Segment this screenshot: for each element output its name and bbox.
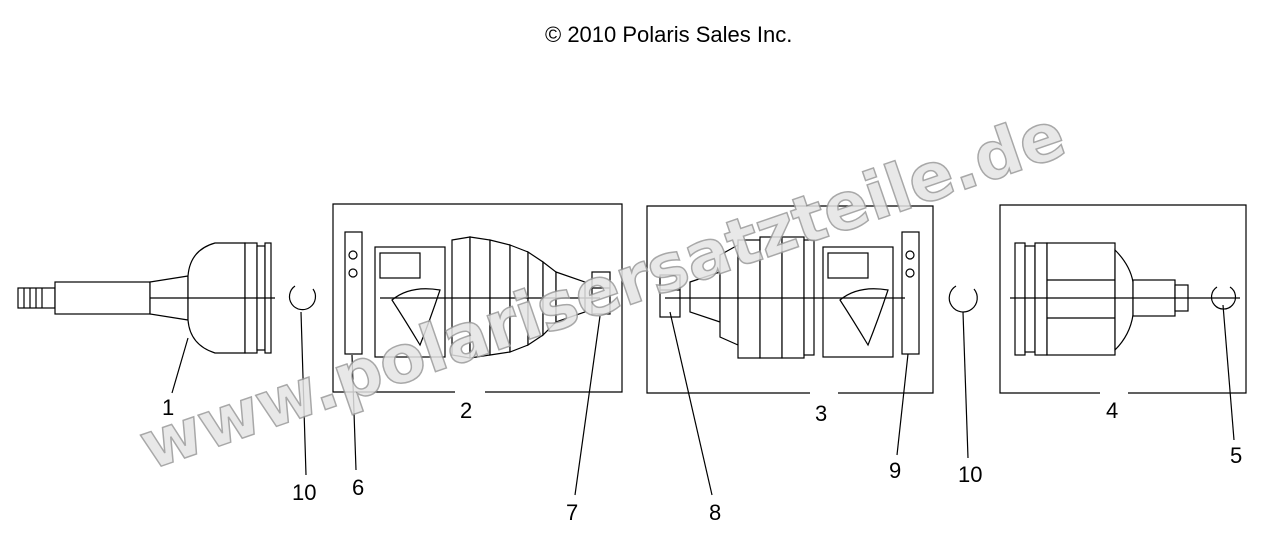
leader-lines	[171, 304, 1235, 496]
cv-joint-inner-box-part-4	[999, 204, 1247, 394]
callout-5: 5	[1230, 443, 1242, 468]
callout-7: 7	[566, 500, 578, 525]
callout-6: 6	[352, 475, 364, 500]
callout-8: 8	[709, 500, 721, 525]
callout-4: 4	[1106, 398, 1118, 423]
callout-1: 1	[162, 395, 174, 420]
callout-9: 9	[889, 458, 901, 483]
boot-kit-box-part-3	[646, 205, 934, 394]
boot-kit-box-part-2	[332, 203, 623, 393]
callout-10-left: 10	[292, 480, 316, 505]
cv-joint-outer-part-1	[17, 242, 275, 354]
callout-10-right: 10	[958, 462, 982, 487]
snap-ring-part-10-right	[948, 285, 978, 313]
callout-2: 2	[460, 398, 472, 423]
copyright-text: © 2010 Polaris Sales Inc.	[545, 22, 792, 47]
callout-3: 3	[815, 401, 827, 426]
snap-ring-part-10-left	[288, 285, 317, 311]
